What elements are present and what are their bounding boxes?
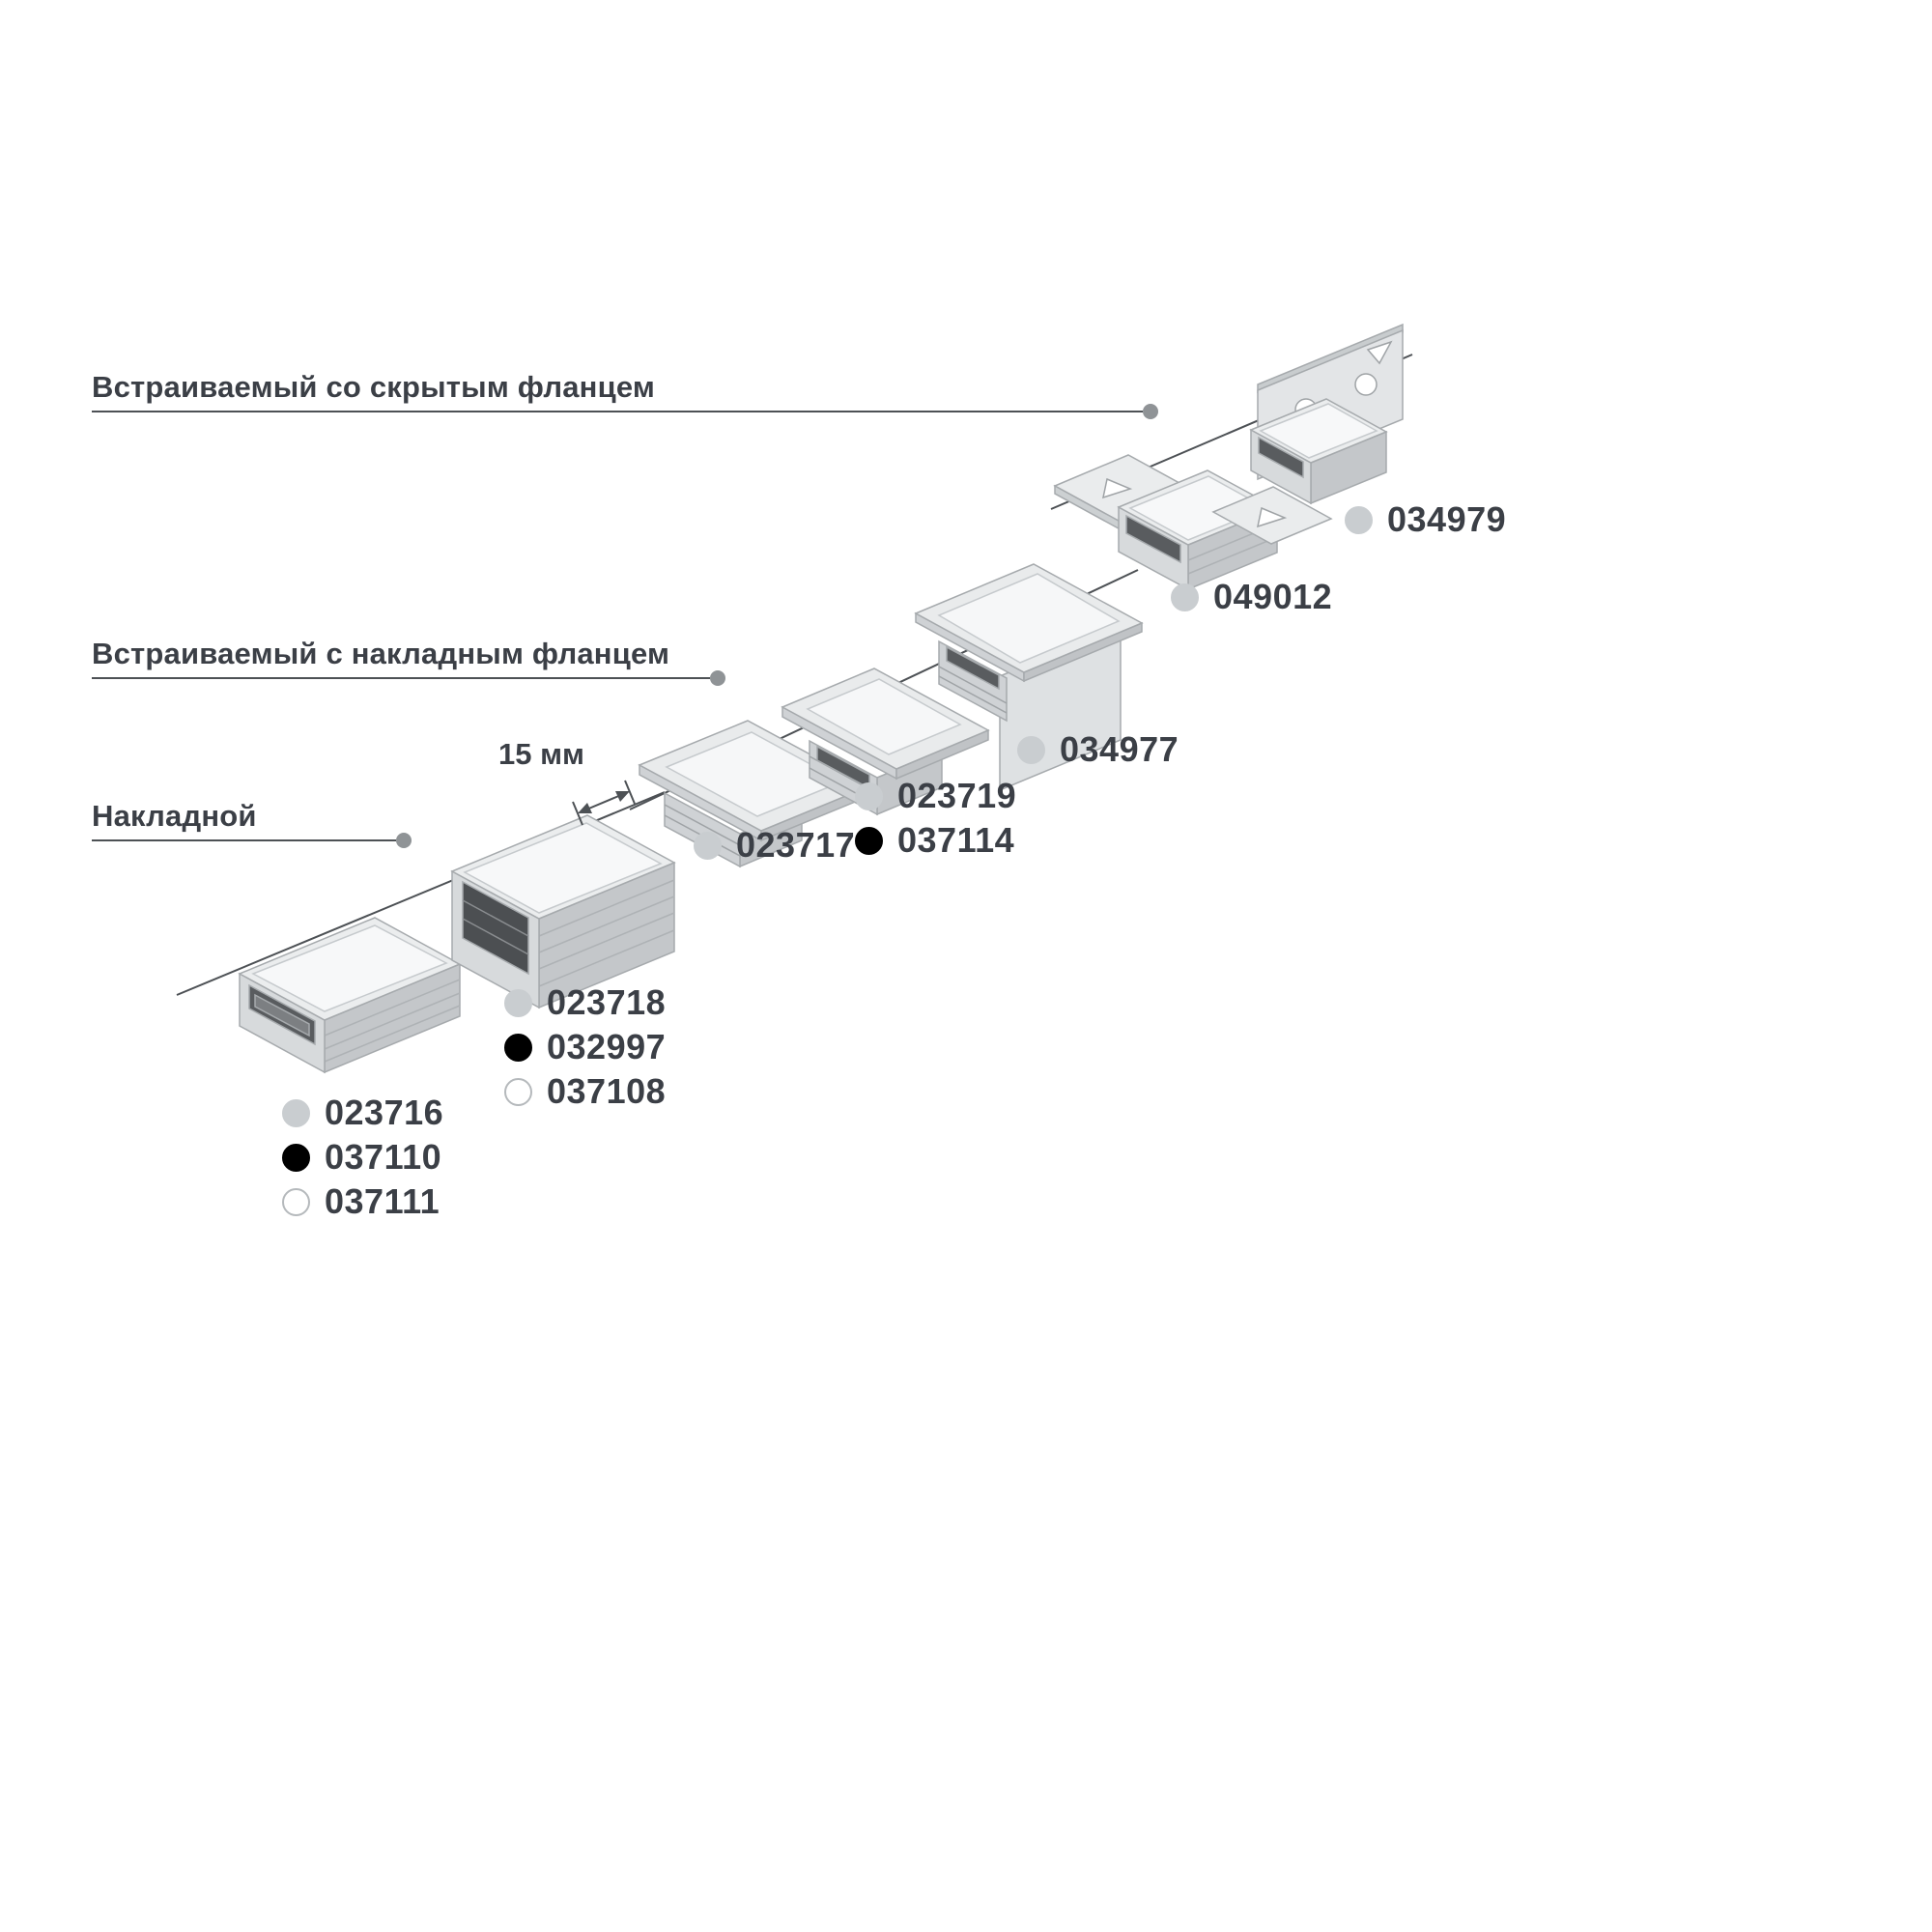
- arrowhead: [615, 791, 630, 802]
- product-code: 037114: [897, 820, 1015, 860]
- category-recessed-surface-flange: Встраиваемый с накладным фланцем: [92, 637, 725, 686]
- render-recessed-low-profile: [638, 720, 871, 868]
- color-dot: [1171, 582, 1199, 611]
- render-surface-high-profile: [450, 814, 676, 1009]
- leader-line: [92, 670, 725, 686]
- render-recessed-hidden-flange-profile: [1053, 454, 1333, 591]
- rib-line: [324, 979, 461, 1037]
- legend-recessed-wide-flange-profile: 034977: [1017, 729, 1179, 769]
- arrowhead: [578, 803, 592, 813]
- product-code: 037110: [325, 1137, 442, 1177]
- rib-line: [538, 895, 675, 953]
- color-dot: [1345, 505, 1373, 534]
- dimension-arrow: [572, 780, 636, 826]
- legend-row: 023719: [855, 776, 1017, 815]
- color-dot: [504, 1033, 532, 1062]
- product-code: 023717: [736, 825, 856, 865]
- color-dot: [855, 781, 883, 810]
- legend-row: 023718: [504, 982, 667, 1022]
- channel-opening: [946, 645, 1000, 691]
- product-code: 037111: [325, 1181, 440, 1221]
- legend-row: 049012: [1171, 577, 1333, 616]
- rib-line: [324, 992, 461, 1050]
- legend-row: 032997: [504, 1027, 667, 1066]
- color-dot: [282, 1187, 310, 1216]
- clip-cutout: [1102, 477, 1133, 499]
- legend-recessed-high-profile: 023719 037114: [855, 776, 1017, 860]
- rib-line: [938, 666, 1008, 704]
- mounting-cutout: [1366, 340, 1393, 365]
- color-dot: [504, 1077, 532, 1106]
- category-surface-mounted: Накладной: [92, 799, 412, 848]
- dimension-label: 15 мм: [498, 737, 584, 771]
- rib-line: [938, 675, 1008, 714]
- legend-row: 034977: [1017, 729, 1179, 769]
- channel-inner: [254, 993, 310, 1037]
- leader-line: [92, 833, 412, 848]
- leader-end-dot: [396, 833, 412, 848]
- category-label: Встраиваемый с накладным фланцем: [92, 637, 670, 670]
- channel-opening: [1258, 436, 1304, 479]
- color-dot: [855, 826, 883, 855]
- product-code: 023719: [897, 776, 1017, 815]
- legend-row: 037108: [504, 1071, 667, 1111]
- legend-recessed-hidden-flange-profile: 049012: [1171, 577, 1333, 616]
- color-dot: [282, 1143, 310, 1172]
- channel-opening: [1125, 514, 1181, 564]
- clip-cutout: [1257, 506, 1288, 528]
- diffuser-face: [1259, 403, 1378, 459]
- extension-tick: [624, 780, 636, 805]
- rib-line: [538, 929, 675, 987]
- extension-tick: [572, 801, 583, 826]
- category-label: Накладной: [92, 799, 257, 833]
- color-dot: [504, 988, 532, 1017]
- product-code: 023718: [547, 982, 667, 1022]
- color-dot: [694, 831, 722, 860]
- product-code: 049012: [1213, 577, 1333, 616]
- category-label: Встраиваемый со скрытым фланцем: [92, 370, 656, 404]
- render-surface-low-profile: [238, 917, 462, 1074]
- leader-end-dot: [1143, 404, 1158, 419]
- legend-row: 037114: [855, 820, 1016, 860]
- product-code: 034977: [1060, 729, 1179, 769]
- leader-end-dot: [710, 670, 725, 686]
- color-dot: [1017, 735, 1045, 764]
- diffuser-face: [463, 822, 663, 914]
- legend-surface-low-profile: 023716 037110 037111: [282, 1093, 444, 1221]
- rib-line: [538, 912, 675, 970]
- legend-recessed-hidden-flange-end-profile: 034979: [1345, 499, 1507, 539]
- color-dot: [282, 1098, 310, 1127]
- rib-line: [324, 1005, 461, 1063]
- legend-surface-high-profile: 023718 032997 037108: [504, 982, 667, 1111]
- product-code: 037108: [547, 1071, 667, 1111]
- render-recessed-hidden-flange-end-profile: [1249, 323, 1404, 505]
- mounting-hole: [1354, 373, 1378, 396]
- legend-row: 023717: [694, 825, 856, 865]
- legend-row: 034979: [1345, 499, 1507, 539]
- product-code: 034979: [1387, 499, 1507, 539]
- channel-step: [462, 918, 529, 955]
- category-recessed-hidden-flange: Встраиваемый со скрытым фланцем: [92, 370, 1158, 419]
- leader-line: [92, 404, 1158, 419]
- diffuser-face: [251, 924, 448, 1012]
- legend-row: 023716: [282, 1093, 444, 1132]
- diffuser-face: [806, 678, 962, 755]
- legend-recessed-low-profile: 023717: [694, 825, 856, 865]
- rib-line: [1187, 536, 1278, 575]
- legend-row: 037110: [282, 1137, 443, 1177]
- legend-row: 037111: [282, 1181, 443, 1221]
- rib-line: [538, 879, 675, 937]
- channel-step: [462, 899, 529, 937]
- product-code: 032997: [547, 1027, 667, 1066]
- render-recessed-high-profile: [781, 668, 990, 816]
- product-code: 023716: [325, 1093, 444, 1132]
- diffuser-face: [937, 573, 1121, 664]
- rib-line: [664, 804, 741, 846]
